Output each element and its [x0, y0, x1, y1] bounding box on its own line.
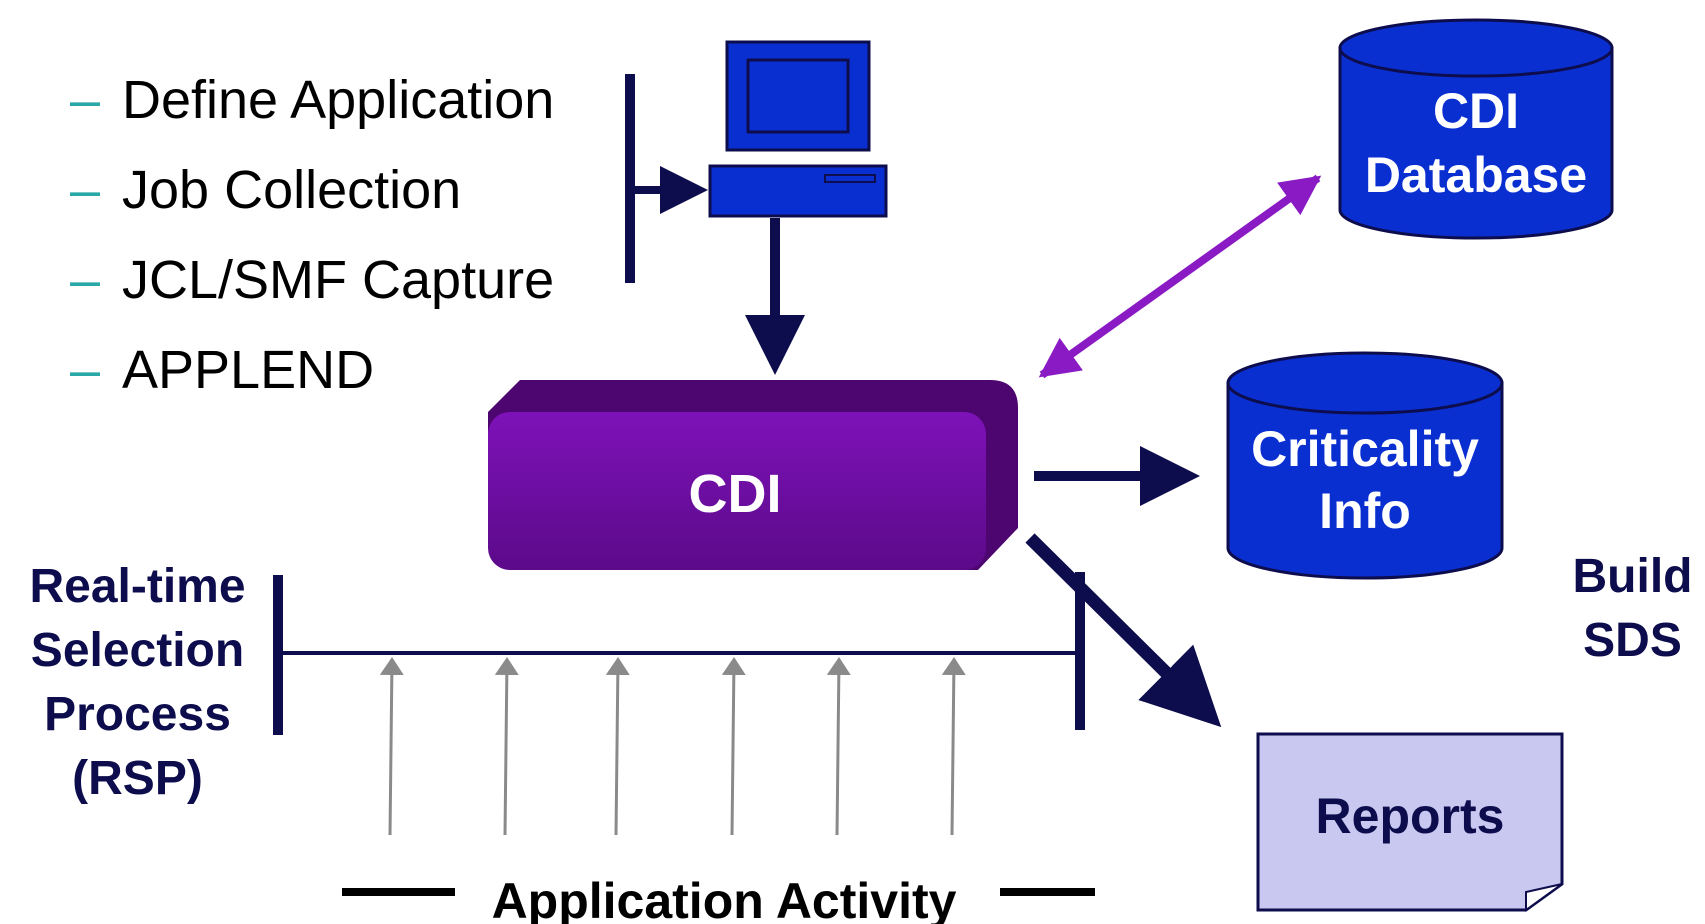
criticality-label-line1: Criticality: [1251, 421, 1479, 477]
activity-label: Application Activity: [492, 873, 957, 924]
cdi-database-sync-arrow: [1038, 174, 1322, 379]
cdi-box: [488, 380, 1018, 570]
criticality-label-line2: Info: [1319, 483, 1411, 539]
activity-arrows: [379, 657, 966, 836]
cdi-label: CDI: [689, 464, 782, 524]
activity-arrow: [379, 657, 404, 836]
activity-arrow: [721, 657, 746, 836]
dash-icon: –: [70, 70, 101, 130]
step-item: –Job Collection: [70, 145, 554, 235]
dash-icon: –: [70, 340, 101, 400]
step-item: –APPLEND: [70, 325, 554, 415]
reports-label: Reports: [1316, 788, 1505, 844]
rsp-label: Real-time Selection Process (RSP): [29, 560, 246, 805]
cdi-to-reports-arrow: [1025, 533, 1222, 728]
cdi-database-label-line2: Database: [1365, 147, 1587, 203]
activity-arrow: [605, 657, 630, 836]
step-label: JCL/SMF Capture: [122, 250, 555, 310]
step-item: –JCL/SMF Capture: [70, 235, 554, 325]
activity-arrow: [494, 657, 519, 836]
step-label: Job Collection: [122, 160, 462, 220]
activity-arrow: [941, 657, 966, 836]
computer-icon: [708, 40, 888, 218]
cdi-database-cylinder: [1338, 18, 1614, 240]
build-sds-label: Build SDS: [1572, 550, 1693, 667]
steps-list: –Define Application –Job Collection –JCL…: [70, 55, 554, 415]
step-item: –Define Application: [70, 55, 554, 145]
reports-document: [1256, 732, 1564, 912]
cdi-database-label-line1: CDI: [1433, 83, 1519, 139]
step-label: APPLEND: [122, 340, 375, 400]
criticality-cylinder: [1226, 351, 1504, 580]
activity-arrow: [826, 657, 851, 836]
dash-icon: –: [70, 160, 101, 220]
dash-icon: –: [70, 250, 101, 310]
step-label: Define Application: [122, 70, 555, 130]
